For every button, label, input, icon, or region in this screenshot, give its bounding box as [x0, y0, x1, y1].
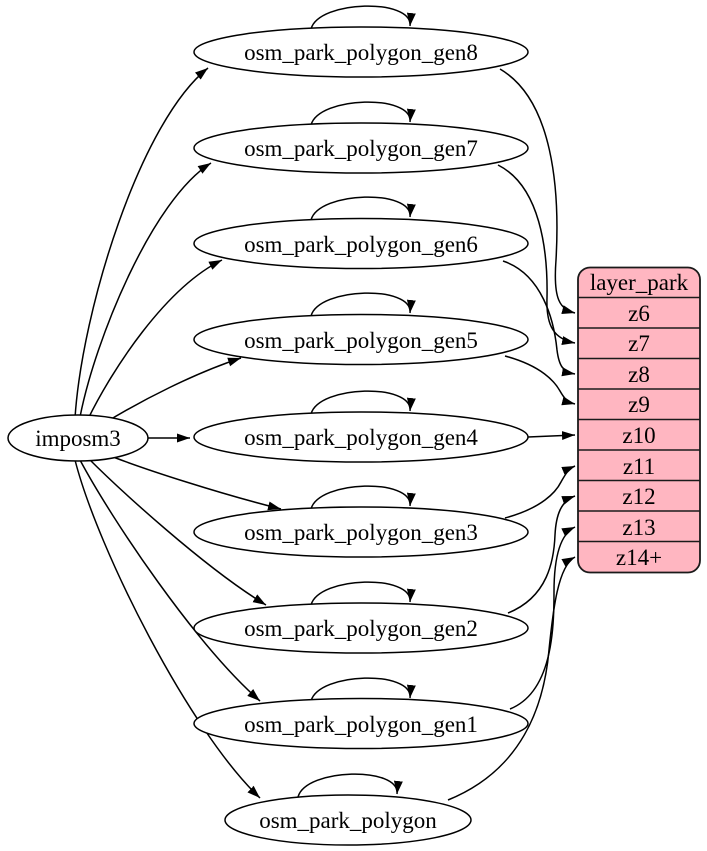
table-row-z11: z11 [623, 454, 655, 479]
node-osm_park_polygon_gen6-shape [193, 217, 529, 270]
node-osm_park_polygon_gen1-shape [193, 697, 529, 750]
node-osm_park_polygon_gen8-shape [193, 26, 529, 78]
node-osm_park_polygon_gen3-label: osm_park_polygon_gen3 [244, 520, 478, 545]
edge-osm_park_polygon-z14 [447, 556, 576, 801]
node-osm_park_polygon_gen2-shape [193, 602, 529, 654]
node-osm_park_polygon_gen4: osm_park_polygon_gen4 [193, 411, 529, 463]
edge-osm_park_polygon_gen7-z7 [497, 164, 576, 345]
node-osm_park_polygon_gen8: osm_park_polygon_gen8 [193, 26, 529, 78]
node-osm_park_polygon_gen7-shape [193, 122, 529, 174]
table-row-z7: z7 [628, 331, 650, 356]
node-osm_park_polygon_gen5: osm_park_polygon_gen5 [193, 313, 529, 366]
edge-imposm3-osm_park_polygon_gen1 [79, 459, 261, 702]
edge-osm_park_polygon_gen4-z10 [527, 431, 576, 441]
node-osm_park_polygon_gen2-label: osm_park_polygon_gen2 [244, 616, 478, 641]
edge-imposm3-osm_park_polygon [74, 459, 261, 799]
edge-imposm3-osm_park_polygon_gen6 [87, 259, 223, 420]
table-row-z14: z14+ [616, 545, 662, 570]
node-osm_park_polygon_gen5-label: osm_park_polygon_gen5 [244, 328, 478, 353]
edge-osm_park_polygon_gen2-z12 [507, 495, 576, 614]
node-osm_park_polygon-shape [224, 794, 472, 846]
self-loop-osm_park_polygon_gen5 [310, 292, 416, 317]
graph-nodes: imposm3 osm_park_polygon_gen8 osm_park_p… [7, 26, 529, 846]
node-osm_park_polygon_gen2: osm_park_polygon_gen2 [193, 602, 529, 654]
node-osm_park_polygon_gen3-shape [193, 506, 529, 558]
edge-imposm3-osm_park_polygon_gen5 [102, 357, 242, 425]
edges-from-imposm3 [74, 67, 282, 799]
node-osm_park_polygon_gen4-shape [193, 411, 529, 463]
edge-osm_park_polygon_gen6-z8 [502, 260, 576, 377]
self-loop-osm_park_polygon [297, 773, 403, 798]
node-osm_park_polygon_gen7-label: osm_park_polygon_gen7 [244, 136, 478, 161]
table-row-z6: z6 [628, 301, 650, 326]
node-osm_park_polygon_gen6-label: osm_park_polygon_gen6 [244, 232, 478, 257]
table-row-z8: z8 [628, 362, 650, 387]
self-loop-osm_park_polygon_gen8 [310, 5, 416, 30]
node-imposm3: imposm3 [7, 414, 149, 462]
node-imposm3-shape [7, 414, 149, 462]
node-osm_park_polygon_gen1-label: osm_park_polygon_gen1 [244, 712, 478, 737]
self-loop-osm_park_polygon_gen1 [310, 677, 416, 702]
self-loop-osm_park_polygon_gen2 [310, 581, 416, 606]
self-loop-osm_park_polygon_gen6 [310, 196, 416, 221]
node-osm_park_polygon_gen4-label: osm_park_polygon_gen4 [244, 425, 478, 450]
edge-osm_park_polygon_gen8-z6 [499, 68, 576, 314]
table-row-z9: z9 [628, 392, 650, 417]
self-loop-osm_park_polygon_gen7 [310, 101, 416, 126]
node-imposm3-label: imposm3 [35, 426, 121, 451]
node-osm_park_polygon: osm_park_polygon [224, 794, 472, 846]
self-loop-osm_park_polygon_gen4 [310, 390, 416, 415]
node-osm_park_polygon_gen7: osm_park_polygon_gen7 [193, 122, 529, 174]
edges-to-layer-table [447, 68, 576, 801]
node-osm_park_polygon_gen8-label: osm_park_polygon_gen8 [244, 40, 478, 65]
edge-osm_park_polygon_gen5-z9 [504, 355, 576, 406]
self-loop-edges [297, 5, 416, 798]
edge-imposm3-osm_park_polygon_gen3 [102, 452, 282, 511]
table-row-z12: z12 [622, 484, 655, 509]
node-osm_park_polygon_gen3: osm_park_polygon_gen3 [193, 506, 529, 558]
edge-imposm3-osm_park_polygon_gen8 [74, 67, 209, 419]
self-loop-osm_park_polygon_gen3 [310, 485, 416, 510]
edge-osm_park_polygon_gen3-z11 [504, 465, 576, 519]
edge-imposm3-osm_park_polygon_gen2 [87, 457, 267, 606]
node-osm_park_polygon-label: osm_park_polygon [259, 808, 437, 833]
table-row-z13: z13 [622, 515, 655, 540]
table-layer_park: layer_park z6 z7 z8 z9 z10 z11 z12 z13 z… [577, 266, 701, 574]
node-osm_park_polygon_gen5-shape [193, 313, 529, 366]
edge-osm_park_polygon_gen1-z13 [509, 526, 576, 710]
table-row-z10: z10 [622, 423, 655, 448]
table-layer_park-title: layer_park [590, 270, 689, 295]
node-osm_park_polygon_gen1: osm_park_polygon_gen1 [193, 697, 529, 750]
edge-imposm3-osm_park_polygon_gen7 [79, 162, 212, 418]
node-osm_park_polygon_gen6: osm_park_polygon_gen6 [193, 217, 529, 270]
